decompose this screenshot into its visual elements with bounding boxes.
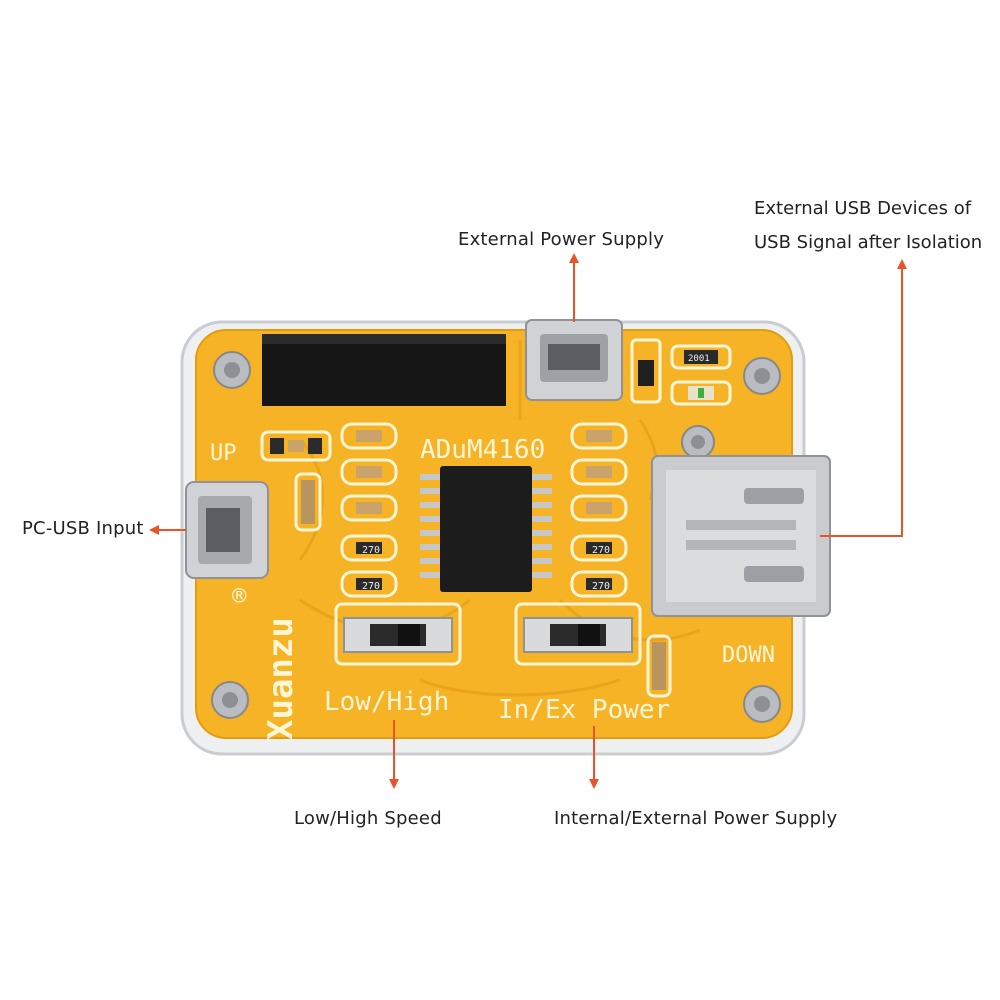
callout-external-usb-line1: External USB Devices of <box>754 198 972 219</box>
speed-switch-label: Low/High <box>324 687 449 717</box>
up-label: UP <box>210 441 237 466</box>
resistor-code: 2001 <box>688 354 710 364</box>
speed-slide-switch[interactable] <box>334 602 462 666</box>
smd-components-left <box>340 422 398 598</box>
resistor-code: 270 <box>592 581 610 592</box>
screw-icon <box>681 425 715 459</box>
smd-components-top-right <box>630 338 732 406</box>
adum4160-chip <box>420 466 552 592</box>
screw-icon <box>743 357 781 395</box>
callout-arrows <box>149 253 907 789</box>
pin-header <box>262 334 506 406</box>
callout-internal-external-power: Internal/External Power Supply <box>554 808 838 829</box>
micro-usb-input-port <box>185 481 269 579</box>
resistor-code: 270 <box>362 545 380 556</box>
power-switch-label: In/Ex Power <box>498 695 670 725</box>
micro-usb-power-port <box>525 319 623 401</box>
callout-pc-usb-input: PC-USB Input <box>22 518 144 539</box>
arrow-external-usb <box>820 259 907 537</box>
registered-mark: ® <box>232 582 247 610</box>
resistor-code: 270 <box>592 545 610 556</box>
chip-silkscreen-label: ADuM4160 <box>420 435 545 465</box>
smd-components-right <box>570 422 628 598</box>
callout-external-usb-line2: USB Signal after Isolation <box>754 232 983 253</box>
smd-components-up <box>260 430 332 532</box>
power-slide-switch[interactable] <box>514 602 642 666</box>
callout-low-high-speed: Low/High Speed <box>294 808 442 829</box>
usb-a-output-port <box>651 455 831 617</box>
smd-component-down <box>646 634 672 698</box>
brand-logo: Xuanzu <box>261 617 301 740</box>
screw-icon <box>743 685 781 723</box>
screw-icon <box>211 681 249 719</box>
callout-external-usb-devices: External USB Devices of USB Signal after… <box>754 192 982 260</box>
resistor-code: 270 <box>362 581 380 592</box>
callout-external-power-supply: External Power Supply <box>458 229 665 250</box>
down-label: DOWN <box>722 643 775 668</box>
screw-icon <box>213 351 251 389</box>
